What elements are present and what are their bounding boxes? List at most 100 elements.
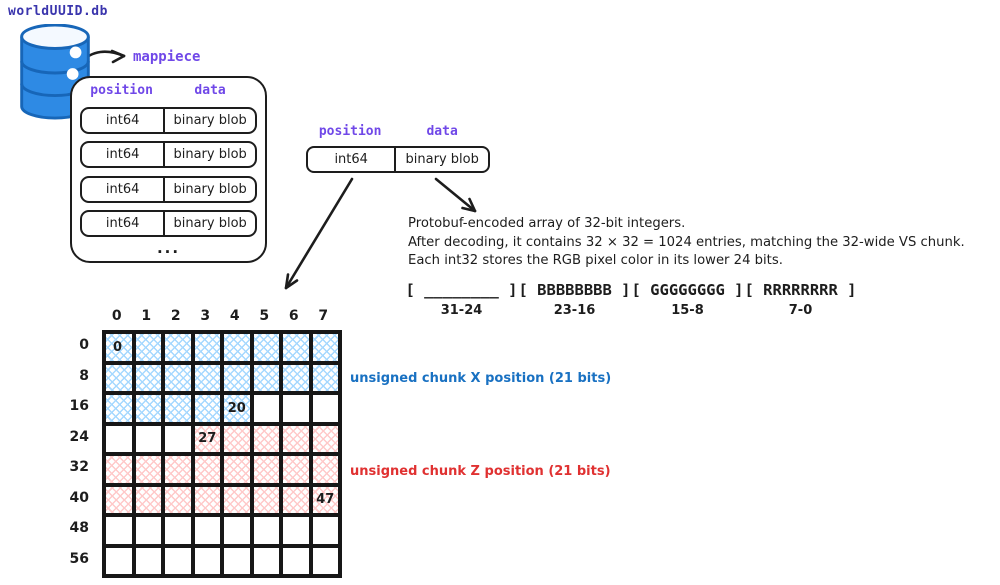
row-label: 32	[69, 459, 89, 476]
bit-cell-26	[163, 423, 193, 454]
bit-cell-63	[310, 545, 340, 576]
bit-cell-50	[163, 515, 193, 546]
bit-range-label: 31-24	[440, 303, 483, 318]
position-cell: int64	[82, 177, 166, 201]
bit-cell-33	[133, 454, 163, 485]
record-data-cell: binary blob	[405, 152, 479, 167]
mappiece-header-row: position data	[80, 83, 257, 99]
bit-cell-12	[222, 362, 252, 393]
note-line-1: Protobuf-encoded array of 32-bit integer…	[408, 216, 686, 231]
bit-cell-53	[251, 515, 281, 546]
bit-cell-35	[192, 454, 222, 485]
bit-cell-42	[163, 484, 193, 515]
bit-cell-29	[251, 423, 281, 454]
bit-cell-46	[281, 484, 311, 515]
table-row: int64 binary blob	[80, 175, 257, 203]
bit-cell-45	[251, 484, 281, 515]
bit-cell-20: 20	[222, 393, 252, 424]
bit-cell-16	[104, 393, 134, 424]
bit-cell-14	[281, 362, 311, 393]
bit-cell-7	[310, 332, 340, 363]
col-label: 1	[141, 308, 152, 324]
bit-cell-0: 0	[104, 332, 134, 363]
mappiece-table-title: mappiece	[133, 49, 201, 65]
bit-cell-36	[222, 454, 252, 485]
bit-cell-24	[104, 423, 134, 454]
col-label: 4	[229, 308, 240, 324]
bit-cell-15	[310, 362, 340, 393]
bit-cell-1	[133, 332, 163, 363]
mappiece-rows: int64 binary blob int64 binary blob int64 bin…	[80, 106, 257, 237]
column-header-data: data	[194, 83, 226, 98]
bit-cell-22	[281, 393, 311, 424]
col-label: 5	[259, 308, 270, 324]
bit-cell-37	[251, 454, 281, 485]
x-position-field-label: unsigned chunk X position (21 bits)	[350, 371, 612, 386]
bit-cell-8	[104, 362, 134, 393]
bit-cell-5	[251, 332, 281, 363]
bit-field-segment: [ ________ ]	[405, 281, 518, 299]
bit-cell-41	[133, 484, 163, 515]
bit-layout-fields: [ ________ ][ BBBBBBBB ][ GGGGGGGG ][ RR…	[405, 280, 857, 299]
bit-cell-11	[192, 362, 222, 393]
data-cell: binary blob	[173, 147, 247, 162]
data-cell: binary blob	[173, 216, 247, 231]
z-position-field-label: unsigned chunk Z position (21 bits)	[350, 464, 611, 479]
bit-cell-25	[133, 423, 163, 454]
col-label: 2	[170, 308, 181, 324]
row-label: 48	[69, 520, 89, 537]
bit-field-segment: [ GGGGGGGG ]	[631, 281, 744, 299]
database-filename: worldUUID.db	[8, 4, 108, 19]
bit-cell-6	[281, 332, 311, 363]
bit-field-segment: [ RRRRRRRR ]	[744, 281, 857, 299]
col-label: 7	[318, 308, 329, 324]
bit-cell-40	[104, 484, 134, 515]
bit-cell-17	[133, 393, 163, 424]
bit-cell-13	[251, 362, 281, 393]
record-header-row: position data	[306, 124, 490, 139]
note-line-3: Each int32 stores the RGB pixel color in…	[408, 253, 783, 268]
bit-cell-19	[192, 393, 222, 424]
bit-cell-32	[104, 454, 134, 485]
row-label: 40	[69, 489, 89, 506]
more-rows-ellipsis: ...	[156, 239, 181, 257]
bit-range-label: 23-16	[553, 303, 596, 318]
bit-cell-58	[163, 545, 193, 576]
row-label: 56	[69, 550, 89, 567]
bit-cell-57	[133, 545, 163, 576]
bit-cell-21	[251, 393, 281, 424]
row-label: 8	[79, 367, 89, 384]
row-label: 0	[79, 337, 89, 354]
bit-cell-31	[310, 423, 340, 454]
bit-cell-48	[104, 515, 134, 546]
position-cell: int64	[82, 212, 166, 235]
bit-cell-51	[192, 515, 222, 546]
bit-cell-28	[222, 423, 252, 454]
bit-cell-47: 47	[310, 484, 340, 515]
column-header-data: data	[426, 124, 458, 139]
bit-cell-3	[192, 332, 222, 363]
column-header-position: position	[90, 83, 153, 98]
bit-cell-2	[163, 332, 193, 363]
row-label: 16	[69, 398, 89, 415]
col-label: 0	[111, 308, 122, 324]
bit-cell-27: 27	[192, 423, 222, 454]
bit-cell-38	[281, 454, 311, 485]
table-row: int64 binary blob	[80, 210, 257, 237]
bit-cell-39	[310, 454, 340, 485]
bit-cell-59	[192, 545, 222, 576]
data-cell: binary blob	[173, 181, 247, 197]
protobuf-note: Protobuf-encoded array of 32-bit integer…	[408, 215, 965, 271]
bit-cell-60	[222, 545, 252, 576]
int32-bit-layout: [ ________ ][ BBBBBBBB ][ GGGGGGGG ][ RR…	[405, 280, 857, 318]
bit-cell-23	[310, 393, 340, 424]
arrow-position-to-grid	[284, 177, 354, 290]
position-cell: int64	[82, 108, 166, 132]
